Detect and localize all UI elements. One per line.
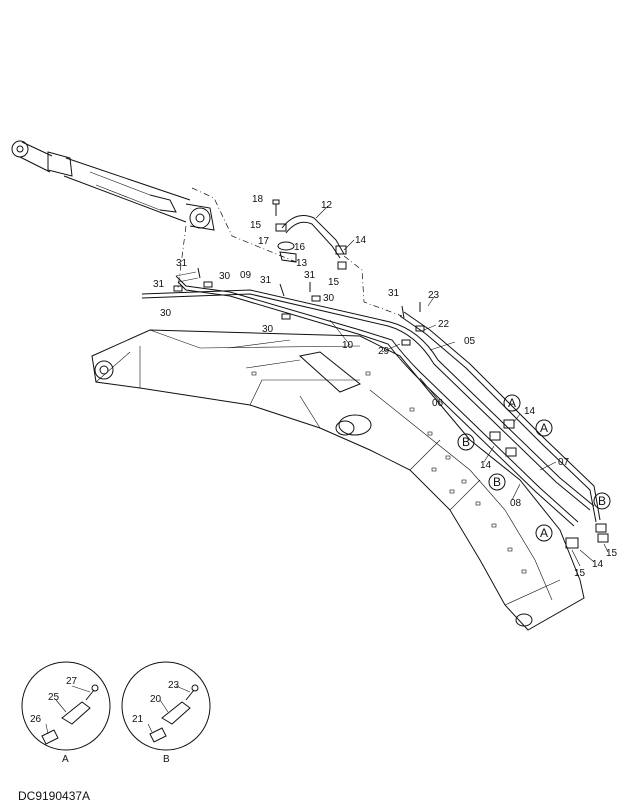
section-marker-b-3 (593, 492, 611, 510)
top-hose-assembly (272, 199, 347, 270)
section-marker-b-2-text: B (493, 475, 501, 489)
callout-13: 13 (296, 258, 308, 269)
section-marker-b-3-text: B (598, 494, 606, 508)
boom-pipes (141, 271, 609, 549)
section-marker-b-1 (457, 433, 475, 451)
section-marker-a-3 (535, 524, 553, 542)
section-marker-a-2-text: A (540, 421, 548, 435)
callout-31-a: 31 (176, 258, 188, 269)
callout-labels: 05 06 07 08 09 10 12 13 14 14 14 15 15 1… (153, 194, 618, 579)
boom-cylinder (11, 140, 215, 231)
callout-22: 22 (438, 319, 450, 330)
callout-31-d: 31 (304, 270, 316, 281)
callout-15-top: 15 (250, 220, 262, 231)
detail-a-title: A (62, 754, 69, 765)
callout-16: 16 (294, 242, 306, 253)
callout-29: 29 (378, 346, 390, 357)
callout-15-far: 15 (606, 548, 618, 559)
section-marker-a-1 (503, 394, 521, 412)
detail-a-label-26: 26 (30, 714, 42, 725)
callout-30-b: 30 (160, 308, 172, 319)
section-marker-a-2 (535, 419, 553, 437)
callout-15-upper: 15 (328, 277, 340, 288)
leader-lines (177, 187, 403, 317)
callout-14-bottom: 14 (480, 460, 492, 471)
section-marker-a-3-text: A (540, 526, 548, 540)
callout-07: 07 (558, 457, 570, 468)
section-marker-b-1-text: B (462, 435, 470, 449)
callout-12: 12 (321, 200, 333, 211)
callout-17: 17 (258, 236, 270, 247)
callout-14-right: 14 (592, 559, 604, 570)
callout-30-d: 30 (262, 324, 274, 335)
callout-30-c: 30 (323, 293, 335, 304)
detail-b-label-23: 23 (168, 680, 180, 691)
callout-05: 05 (464, 336, 476, 347)
callout-23: 23 (428, 290, 440, 301)
callout-leaders (315, 205, 609, 567)
callout-18: 18 (252, 194, 264, 205)
pipe-clamps (173, 267, 425, 346)
callout-14-top: 14 (355, 235, 367, 246)
callout-08: 08 (510, 498, 522, 509)
detail-a-label-27: 27 (66, 676, 78, 687)
section-marker-b-2 (488, 473, 506, 491)
detail-b-label-20: 20 (150, 694, 162, 705)
detail-b-label-21: 21 (132, 714, 144, 725)
section-markers: A A A B B B (457, 394, 611, 542)
callout-30-a: 30 (219, 271, 231, 282)
boom-bolt-holes (251, 371, 527, 574)
callout-31-e: 31 (388, 288, 400, 299)
callout-31-b: 31 (153, 279, 165, 290)
detail-b: 23 20 21 B (121, 661, 211, 765)
detail-a: 27 25 26 A (21, 661, 111, 765)
callout-14-mid: 14 (524, 406, 536, 417)
drawing-id: DC9190437A (18, 789, 90, 803)
boom-body (91, 329, 585, 631)
callout-06: 06 (432, 398, 444, 409)
callout-09: 09 (240, 270, 252, 281)
callout-15-right: 15 (574, 568, 586, 579)
detail-a-label-25: 25 (48, 692, 60, 703)
callout-31-c: 31 (260, 275, 272, 286)
callout-10: 10 (342, 340, 354, 351)
detail-b-title: B (163, 754, 170, 765)
section-marker-a-1-text: A (508, 396, 516, 410)
